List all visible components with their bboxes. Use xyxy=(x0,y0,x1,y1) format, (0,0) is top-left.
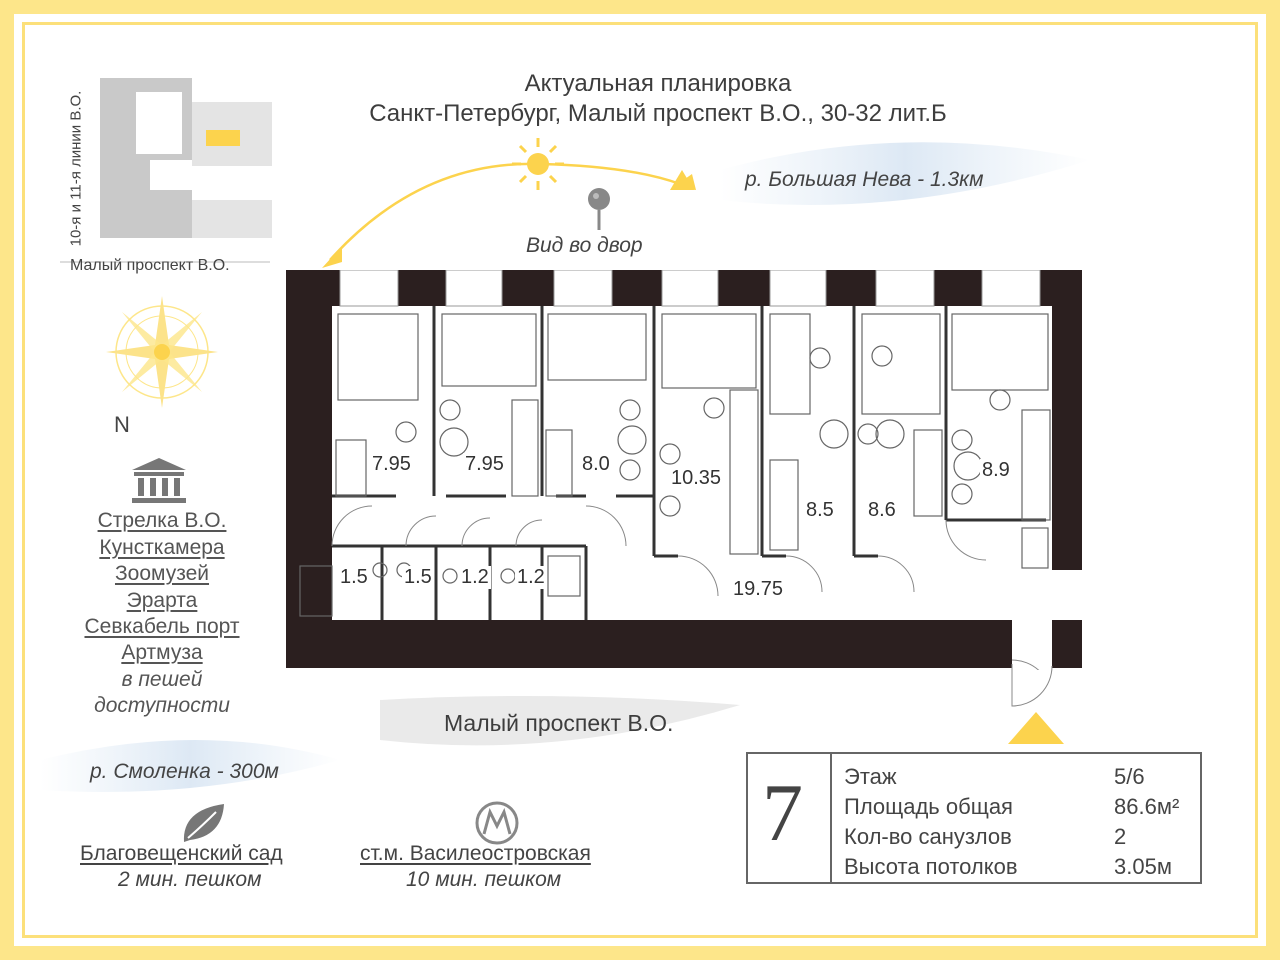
bath-3-area: 1.2 xyxy=(459,566,491,589)
minimap-location-marker xyxy=(206,130,240,146)
page-address: Санкт-Петербург, Малый проспект В.О., 30… xyxy=(369,100,947,127)
street-shadow xyxy=(380,696,740,746)
metro-name[interactable]: ст.м. Василеостровская xyxy=(360,842,591,865)
height-label: Высота потолков xyxy=(844,854,1018,879)
bath-4-area: 1.2 xyxy=(515,566,547,589)
entrance-arrow-icon xyxy=(1008,712,1064,744)
neva-wave xyxy=(720,142,1090,205)
metro-icon xyxy=(475,801,519,845)
minimap-bottom-street: Малый проспект В.О. xyxy=(70,257,230,274)
minimap-side-street: 10-я и 11-я линии В.О. xyxy=(67,90,85,247)
garden-name[interactable]: Благовещенский сад xyxy=(80,842,283,865)
sun-icon xyxy=(512,138,564,190)
river-big-neva: р. Большая Нева - 1.3км xyxy=(745,168,984,191)
info-box: 7 Этаж 5/6 Площадь общая 86.6м² Кол-во с… xyxy=(746,752,1202,884)
poi-erarta[interactable]: Эрарта xyxy=(126,589,198,612)
room-3-area: 8.0 xyxy=(580,453,612,476)
poi-sevkabel[interactable]: Севкабель порт xyxy=(84,615,240,638)
poi-zoomuseum[interactable]: Зоомузей xyxy=(114,562,210,585)
compass-rose-icon xyxy=(106,296,218,408)
poi-walk-note-2: доступности xyxy=(94,694,230,717)
bath-value: 2 xyxy=(1114,824,1127,849)
view-pin-icon xyxy=(588,188,610,230)
garden-time: 2 мин. пешком xyxy=(118,868,262,891)
river-smolenka: р. Смоленка - 300м xyxy=(90,760,279,783)
bath-label: Кол-во санузлов xyxy=(844,824,1012,849)
room-6-area: 8.6 xyxy=(866,499,898,522)
museum-icon xyxy=(132,458,186,503)
floor-value: 5/6 xyxy=(1114,764,1145,789)
bath-2-area: 1.5 xyxy=(402,566,434,589)
room-1-area: 7.95 xyxy=(370,453,413,476)
smolenka-wave xyxy=(40,740,340,792)
street-label: Малый проспект В.О. xyxy=(444,710,674,736)
poi-artmuza[interactable]: Артмуза xyxy=(121,641,203,664)
height-value: 3.05м xyxy=(1114,854,1172,879)
entrance-marker xyxy=(1008,664,1064,744)
poi-kunstkamera[interactable]: Кунсткамера xyxy=(99,536,225,559)
compass-north: N xyxy=(114,412,130,437)
area-value: 86.6м² xyxy=(1114,794,1180,819)
minimap xyxy=(60,78,272,263)
room-4-area: 10.35 xyxy=(669,467,724,490)
poi-walk-note-1: в пешей xyxy=(121,668,203,691)
corridor-area: 19.75 xyxy=(731,578,786,601)
room-5-area: 8.5 xyxy=(804,499,836,522)
room-7-area: 8.9 xyxy=(980,459,1012,482)
leaf-icon xyxy=(183,804,224,842)
room-2-area: 7.95 xyxy=(463,453,506,476)
floor-label: Этаж xyxy=(844,764,897,789)
sun-direction-icon xyxy=(670,170,694,190)
courtyard-view: Вид во двор xyxy=(526,234,643,257)
poi-strelka[interactable]: Стрелка В.О. xyxy=(97,509,227,532)
area-label: Площадь общая xyxy=(844,794,1013,819)
floor-number: 7 xyxy=(762,767,803,858)
metro-time: 10 мин. пешком xyxy=(406,868,562,891)
bath-1-area: 1.5 xyxy=(338,566,370,589)
page-title: Актуальная планировка xyxy=(524,70,792,97)
